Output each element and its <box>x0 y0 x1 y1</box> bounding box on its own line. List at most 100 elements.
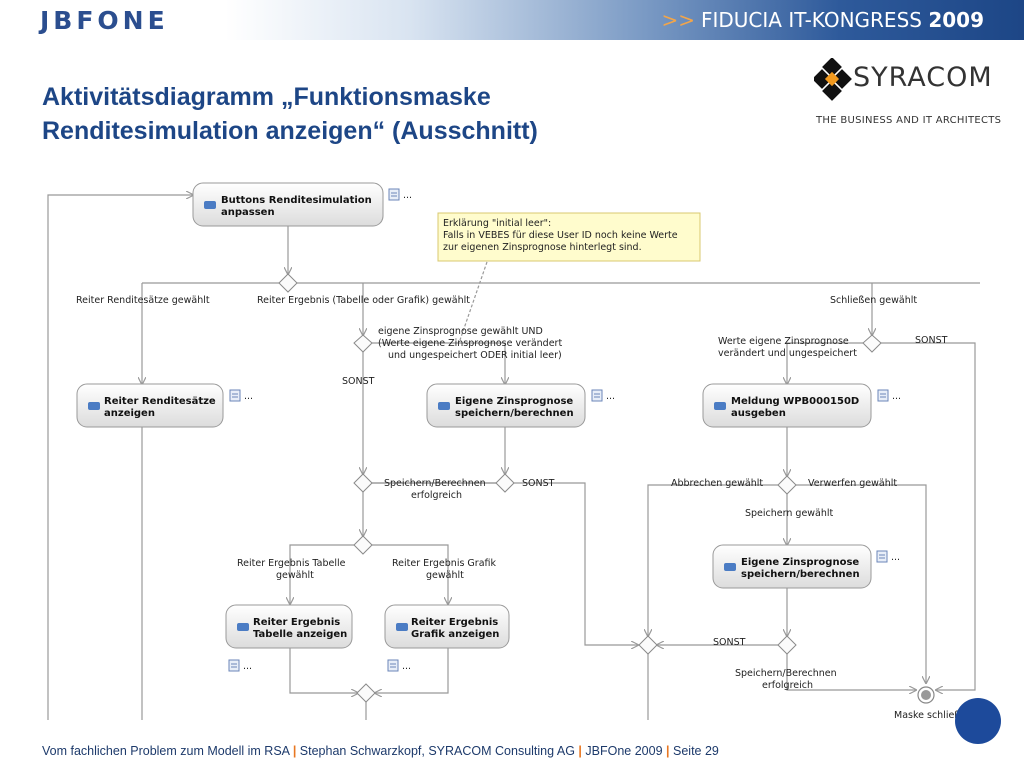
activity-eigene-zinsprognose-1: Eigene Zinsprognose speichern/berechnen <box>426 383 586 428</box>
properties-icon <box>387 659 399 672</box>
properties-icons: ... ... ... ... ... ... ... <box>228 188 901 672</box>
svg-text:Reiter Ergebnis: Reiter Ergebnis <box>253 617 340 628</box>
flow-lines <box>47 195 980 720</box>
properties-icon <box>228 659 240 672</box>
properties-icon <box>876 550 888 563</box>
label-eigene-guard-3: und ungespeichert ODER initial leer) <box>388 350 562 361</box>
label-tabelle-2: gewählt <box>276 570 314 581</box>
svg-text:ausgeben: ausgeben <box>731 408 786 419</box>
activity-reiter-grafik: Reiter Ergebnis Grafik anzeigen <box>384 604 510 649</box>
svg-text:Reiter Ergebnis: Reiter Ergebnis <box>411 617 498 628</box>
jbfone-logo: JBFONE <box>40 6 169 35</box>
explanation-note: Erklärung "initial leer": Falls in VEBES… <box>437 212 701 262</box>
label-sonst: SONST <box>522 478 555 489</box>
svg-text:...: ... <box>891 552 900 563</box>
label-grafik-2: gewählt <box>426 570 464 581</box>
decision-node <box>777 475 797 495</box>
activity-reiter-renditesaetze: Reiter Renditesätze anzeigen <box>76 383 224 428</box>
svg-text:...: ... <box>606 391 615 402</box>
decision-node <box>862 334 882 353</box>
note-line-3: zur eigenen Zinsprognose hinterlegt sind… <box>443 242 642 253</box>
activity-icon <box>204 201 216 209</box>
decision-node <box>356 683 376 703</box>
syracom-logo-mark <box>814 58 852 101</box>
event-arrows: >> <box>661 8 695 32</box>
footer: Vom fachlichen Problem zum Modell im RSA… <box>42 744 719 758</box>
activity-icon <box>396 623 408 631</box>
svg-text:speichern/berechnen: speichern/berechnen <box>741 569 860 580</box>
activity-icon <box>724 563 736 571</box>
label-sonst: SONST <box>915 335 948 346</box>
svg-text:speichern/berechnen: speichern/berechnen <box>455 408 574 419</box>
label-reiter-ergebnis: Reiter Ergebnis (Tabelle oder Grafik) ge… <box>257 295 470 306</box>
activity-icon <box>88 402 100 410</box>
label-werte-guard-1: Werte eigene Zinsprognose <box>718 336 849 347</box>
label-abbrechen: Abbrechen gewählt <box>671 478 763 489</box>
svg-text:Tabelle anzeigen: Tabelle anzeigen <box>253 629 347 640</box>
label-speichern-ok-2b: erfolgreich <box>762 680 813 691</box>
svg-text:anpassen: anpassen <box>221 207 275 218</box>
activity-eigene-zinsprognose-2: Eigene Zinsprognose speichern/berechnen <box>712 544 872 589</box>
decision-node <box>638 635 658 655</box>
activity-buttons-renditesimulation: Buttons Renditesimulation anpassen <box>192 182 384 227</box>
svg-text:...: ... <box>243 661 252 672</box>
label-speichern-ok-2: Speichern/Berechnen <box>735 668 837 679</box>
svg-text:anzeigen: anzeigen <box>104 408 155 419</box>
activity-icon <box>237 623 249 631</box>
footer-separator: | <box>666 744 670 758</box>
label-tabelle-1: Reiter Ergebnis Tabelle <box>237 558 346 569</box>
footer-separator: | <box>578 744 582 758</box>
label-sonst: SONST <box>342 376 375 387</box>
label-eigene-guard-2: (Werte eigene Zinsprognose verändert <box>378 338 562 349</box>
company-name: SYRACOM <box>853 62 993 93</box>
decision-node <box>353 535 373 555</box>
svg-text:...: ... <box>892 391 901 402</box>
label-werte-guard-2: verändert und ungespeichert <box>718 348 857 359</box>
properties-icon <box>388 188 400 201</box>
svg-text:Grafik anzeigen: Grafik anzeigen <box>411 629 499 640</box>
decision-node <box>777 635 797 655</box>
activity-diagram: Erklärung "initial leer": Falls in VEBES… <box>47 182 980 721</box>
footer-part-1: Vom fachlichen Problem zum Modell im RSA <box>42 744 290 758</box>
event-title: >>FIDUCIA IT-KONGRESS 2009 <box>661 8 984 32</box>
event-year: 2009 <box>928 8 984 32</box>
properties-icon <box>591 389 603 402</box>
activity-meldung: Meldung WPB000150D ausgeben <box>702 383 872 428</box>
label-eigene-guard-1: eigene Zinsprognose gewählt UND <box>378 326 543 337</box>
label-reiter-renditesaetze: Reiter Renditesätze gewählt <box>76 295 210 306</box>
activity-icon <box>714 402 726 410</box>
label-speichern-ok-1: Speichern/Berechnen <box>384 478 486 489</box>
note-line-1: Erklärung "initial leer": <box>443 218 551 229</box>
edge-labels: Reiter Renditesätze gewählt Reiter Ergeb… <box>76 295 960 721</box>
decision-nodes <box>278 273 882 703</box>
note-line-2: Falls in VEBES für diese User ID noch ke… <box>443 230 678 241</box>
title-line-1: Aktivitätsdiagramm „Funktionsmaske <box>42 83 491 111</box>
company-tagline: THE BUSINESS AND IT ARCHITECTS <box>816 115 1002 126</box>
svg-text:...: ... <box>403 190 412 201</box>
properties-icon <box>877 389 889 402</box>
decorative-circle <box>955 698 1001 744</box>
label-grafik-1: Reiter Ergebnis Grafik <box>392 558 497 569</box>
header-bar <box>0 0 1024 40</box>
svg-text:...: ... <box>402 661 411 672</box>
label-schliessen: Schließen gewählt <box>830 295 917 306</box>
footer-page-number: Seite 29 <box>673 744 719 758</box>
label-verwerfen: Verwerfen gewählt <box>808 478 897 489</box>
svg-text:Eigene Zinsprognose: Eigene Zinsprognose <box>455 396 573 407</box>
title-line-2: Renditesimulation anzeigen“ (Ausschnitt) <box>42 117 538 145</box>
event-name: FIDUCIA IT-KONGRESS <box>700 8 922 32</box>
footer-part-2: Stephan Schwarzkopf, SYRACOM Consulting … <box>299 744 575 758</box>
decision-node <box>353 473 373 493</box>
decision-node <box>278 273 298 293</box>
svg-text:Reiter Renditesätze: Reiter Renditesätze <box>104 396 216 407</box>
svg-text:Eigene Zinsprognose: Eigene Zinsprognose <box>741 557 859 568</box>
final-node <box>917 686 935 704</box>
label-speichern-gewaehlt: Speichern gewählt <box>745 508 834 519</box>
decision-node <box>353 334 373 353</box>
label-sonst: SONST <box>713 637 746 648</box>
footer-separator: | <box>292 744 297 758</box>
label-speichern-ok-1b: erfolgreich <box>411 490 462 501</box>
activity-icon <box>438 402 450 410</box>
svg-text:...: ... <box>244 391 253 402</box>
